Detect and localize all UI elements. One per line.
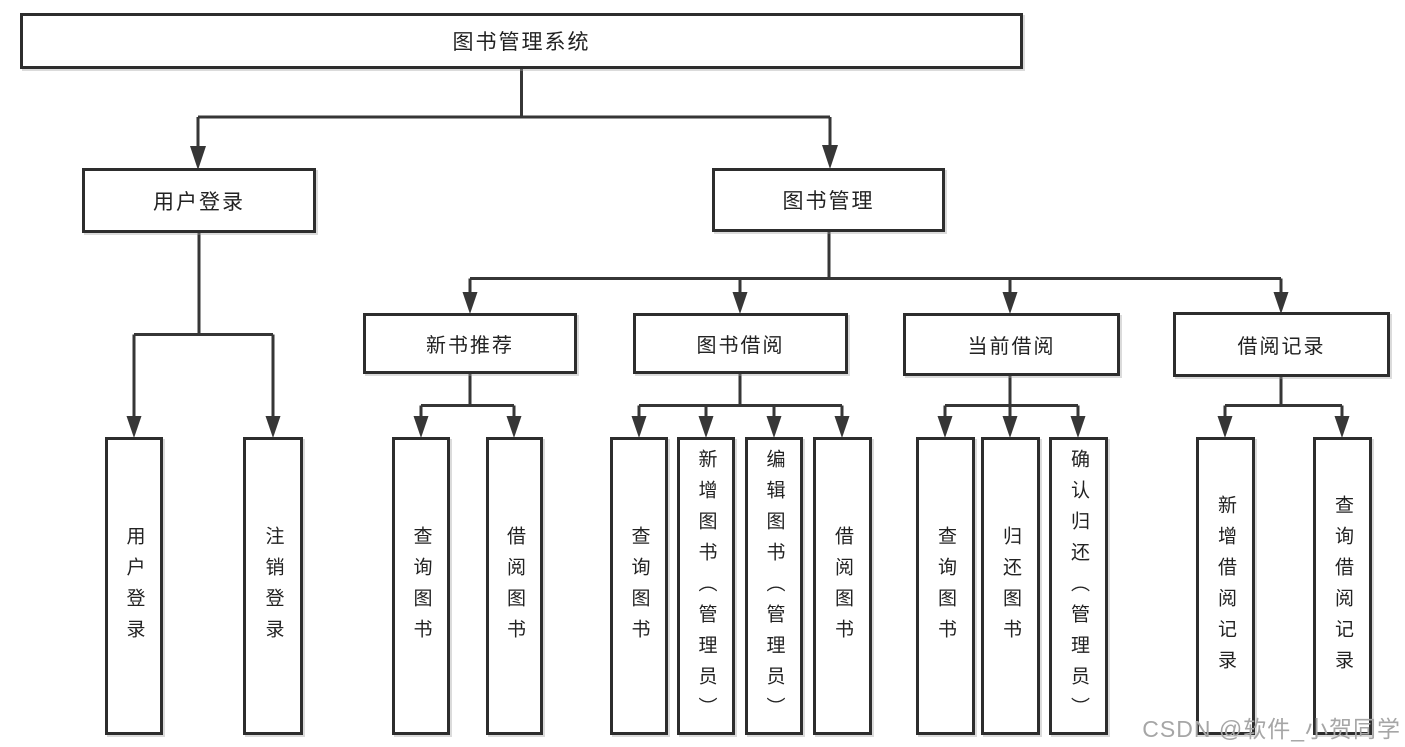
leaf-return-books: 归还图书 xyxy=(981,437,1040,735)
leaf-edit-book-admin: 编辑图书（管理员） xyxy=(745,437,803,735)
leaf-add-book-admin: 新增图书（管理员） xyxy=(677,437,735,735)
leaf-query-borrow-record: 查询借阅记录 xyxy=(1313,437,1372,735)
node-new-book-recommend: 新书推荐 xyxy=(363,313,577,374)
leaf-query-books: 查询图书 xyxy=(610,437,668,735)
leaf-user-login: 用户登录 xyxy=(105,437,163,735)
leaf-borrow-books-recommend: 借阅图书 xyxy=(486,437,543,735)
node-book-management: 图书管理 xyxy=(712,168,945,232)
leaf-logout: 注销登录 xyxy=(243,437,303,735)
node-library-management-system: 图书管理系统 xyxy=(20,13,1023,69)
node-borrow-records: 借阅记录 xyxy=(1173,312,1390,377)
leaf-borrow-books: 借阅图书 xyxy=(813,437,872,735)
node-user-login: 用户登录 xyxy=(82,168,316,233)
leaf-query-books-recommend: 查询图书 xyxy=(392,437,450,735)
leaf-add-borrow-record: 新增借阅记录 xyxy=(1196,437,1255,735)
watermark-csdn: CSDN @软件_小贺同学 xyxy=(1142,716,1401,742)
node-current-borrow: 当前借阅 xyxy=(903,313,1120,376)
node-book-borrow: 图书借阅 xyxy=(633,313,848,374)
leaf-query-books-current: 查询图书 xyxy=(916,437,975,735)
leaf-confirm-return-admin: 确认归还（管理员） xyxy=(1049,437,1108,735)
